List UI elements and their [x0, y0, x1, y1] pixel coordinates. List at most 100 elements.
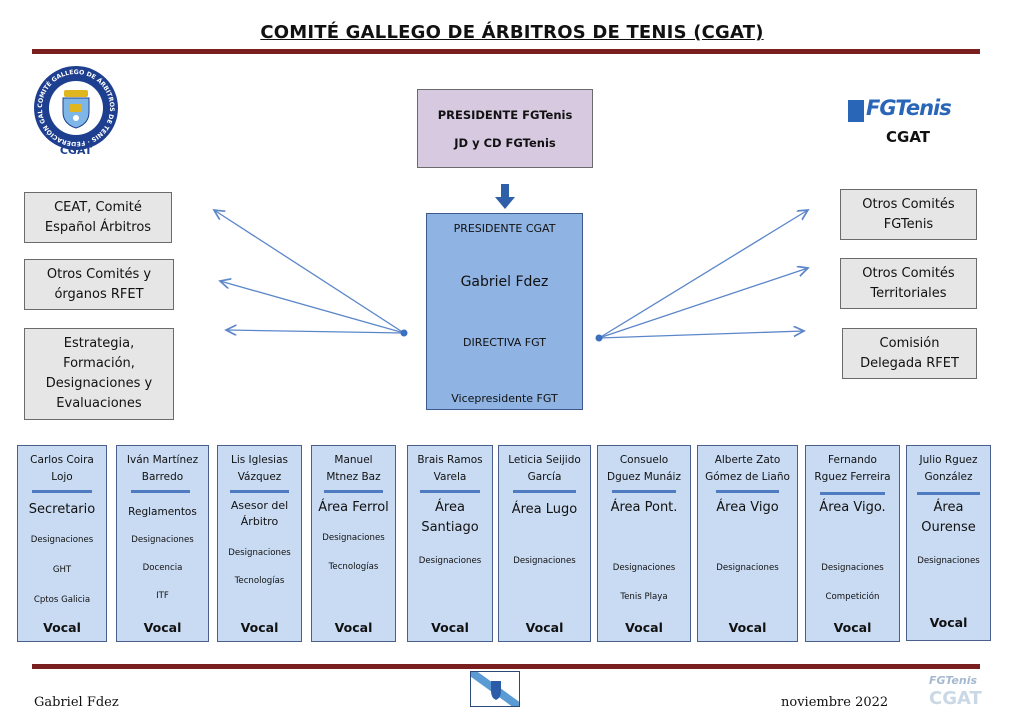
- vocal-name: Iván Martínez Barredo: [126, 454, 199, 483]
- vocal-label: Vocal: [240, 620, 279, 635]
- vocal-item: Tecnologías: [328, 562, 379, 572]
- bottom-divider: [32, 664, 980, 669]
- president-fgtenis-box: PRESIDENTE FGTenis JD y CD FGTenis: [417, 89, 593, 168]
- vocal-name: Brais Ramos Varela: [417, 454, 483, 483]
- vocal-name: Lis Iglesias Vázquez: [230, 454, 288, 483]
- vocal-divider: [513, 490, 576, 493]
- left-box-2-text: Otros Comités y órganos RFET: [46, 266, 152, 302]
- cgat-crest-icon: COMITÉ GALLEGO DE ÁRBITROS DE TENIS · FE…: [27, 55, 118, 150]
- vocal-area: Área Vigo.: [819, 500, 886, 515]
- vocal-area: Asesor del Árbitro: [230, 499, 289, 528]
- ceat-box: CEAT, Comité Español Árbitros: [24, 192, 172, 243]
- vocal-item: Tenis Playa: [620, 592, 668, 602]
- vocal-item: Designaciones: [821, 563, 884, 573]
- footer-date: noviembre 2022: [781, 695, 889, 710]
- vocal-card: Consuelo Dguez Munáiz Área Pont. Designa…: [597, 445, 691, 642]
- vocal-divider: [230, 490, 289, 493]
- vocal-label: Vocal: [43, 620, 81, 635]
- vocal-item: Designaciones: [612, 563, 676, 573]
- vocal-divider: [820, 492, 885, 495]
- vocal-divider: [324, 490, 383, 493]
- top-box-line1: PRESIDENTE FGTenis: [437, 107, 573, 122]
- vocal-area: Área Lugo: [511, 502, 578, 517]
- vocal-area: Área Vigo: [716, 500, 779, 515]
- vocal-item: Tecnologías: [234, 576, 285, 586]
- right-box-1-text: Otros Comités FGTenis: [862, 196, 955, 232]
- vocal-card: Julio Rguez González Área Ourense Design…: [906, 445, 991, 641]
- right-box-2-text: Otros Comités Territoriales: [862, 265, 955, 301]
- vocal-card: Fernando Rguez Ferreira Área Vigo. Desig…: [805, 445, 900, 642]
- vocal-item: Designaciones: [513, 556, 576, 566]
- arrow-to-comision: [598, 331, 804, 339]
- arrow-to-ceat: [214, 210, 405, 334]
- comision-delegada-box: Comisión Delegada RFET: [842, 328, 977, 379]
- vocal-label: Vocal: [833, 620, 872, 635]
- center-directiva: DIRECTIVA FGT: [463, 336, 546, 349]
- right-box-3-text: Comisión Delegada RFET: [860, 335, 959, 371]
- vocal-name: Alberte Zato Gómez de Liaño: [705, 454, 790, 483]
- center-name: Gabriel Fdez: [460, 274, 549, 290]
- cgat-logo-label: CGAT: [59, 144, 93, 157]
- vocal-area: Área Santiago: [421, 500, 479, 535]
- down-arrow-icon: [495, 184, 515, 209]
- vocal-label: Vocal: [334, 620, 373, 635]
- vocal-name: Consuelo Dguez Munáiz: [607, 454, 681, 483]
- watermark-sub: CGAT: [929, 688, 982, 709]
- vocal-card: Carlos Coira Lojo Secretario Designacion…: [17, 445, 107, 642]
- fgtenis-logo: FGTenis CGAT: [848, 96, 972, 150]
- vocal-name: Leticia Seijido García: [508, 454, 581, 483]
- flag-stripes-icon: [848, 100, 864, 122]
- vocal-divider: [612, 490, 676, 493]
- vocal-item: Cptos Galicia: [33, 595, 91, 605]
- vocal-divider: [420, 490, 480, 493]
- vocal-label: Vocal: [143, 620, 182, 635]
- vocal-name: Manuel Mtnez Baz: [326, 454, 381, 483]
- vocal-item: Designaciones: [418, 556, 482, 566]
- president-cgat-box: PRESIDENTE CGAT Gabriel Fdez DIRECTIVA F…: [426, 213, 583, 410]
- otros-comites-fgtenis-box: Otros Comités FGTenis: [840, 189, 977, 240]
- vocal-label: Vocal: [728, 620, 767, 635]
- vocal-card: Leticia Seijido García Área Lugo Designa…: [498, 445, 591, 642]
- vocal-card: Alberte Zato Gómez de Liaño Área Vigo De…: [697, 445, 798, 642]
- center-role: PRESIDENTE CGAT: [453, 222, 556, 235]
- vocal-card: Brais Ramos Varela Área Santiago Designa…: [407, 445, 493, 642]
- vocal-name: Julio Rguez González: [919, 454, 978, 483]
- left-hub-dot: [400, 329, 408, 337]
- arrow-to-fgtenis: [598, 210, 808, 339]
- center-vice: Vicepresidente FGT: [451, 392, 558, 405]
- vocal-item: Designaciones: [716, 563, 779, 573]
- page-title: COMITÉ GALLEGO DE ÁRBITROS DE TENIS (CGA…: [260, 22, 764, 43]
- vocal-label: Vocal: [525, 620, 564, 635]
- fgtenis-brand: FGTenis: [866, 96, 952, 120]
- top-divider: [32, 49, 980, 54]
- left-box-3-text: Estrategia, Formación, Designaciones y E…: [45, 336, 153, 411]
- vocal-item: Designaciones: [30, 535, 94, 545]
- cgat-logo: COMITÉ GALLEGO DE ÁRBITROS DE TENIS · FE…: [27, 55, 122, 160]
- otros-comites-rfet-box: Otros Comités y órganos RFET: [24, 259, 174, 310]
- vocal-item: Competición: [825, 592, 880, 602]
- vocal-card: Lis Iglesias Vázquez Asesor del Árbitro …: [217, 445, 302, 642]
- vocal-card: Manuel Mtnez Baz Área Ferrol Designacion…: [311, 445, 396, 642]
- vocal-item: GHT: [52, 565, 72, 575]
- vocal-divider: [131, 490, 190, 493]
- vocal-item: Designaciones: [228, 548, 291, 558]
- vocal-area: Reglamentos: [128, 506, 197, 518]
- footer-author: Gabriel Fdez: [34, 695, 119, 710]
- vocal-divider: [917, 492, 980, 495]
- vocal-area: Secretario: [28, 502, 96, 517]
- galicia-flag-icon: [470, 671, 520, 707]
- vocal-item: Docencia: [142, 563, 183, 573]
- fgtenis-sub: CGAT: [886, 128, 930, 146]
- vocal-area: Área Ferrol: [318, 500, 389, 515]
- arrow-to-rfet: [220, 281, 405, 334]
- vocal-area: Área Pont.: [610, 500, 678, 515]
- left-box-1-text: CEAT, Comité Español Árbitros: [44, 199, 152, 235]
- vocal-divider: [716, 490, 779, 493]
- vocal-card: Iván Martínez Barredo Reglamentos Design…: [116, 445, 209, 642]
- vocal-item: Designaciones: [322, 533, 385, 543]
- vocal-divider: [32, 490, 92, 493]
- arrow-to-estrategia: [226, 330, 405, 333]
- vocal-item: Designaciones: [917, 556, 980, 566]
- vocal-area: Área Ourense: [921, 500, 976, 535]
- vocal-item: Designaciones: [131, 535, 194, 545]
